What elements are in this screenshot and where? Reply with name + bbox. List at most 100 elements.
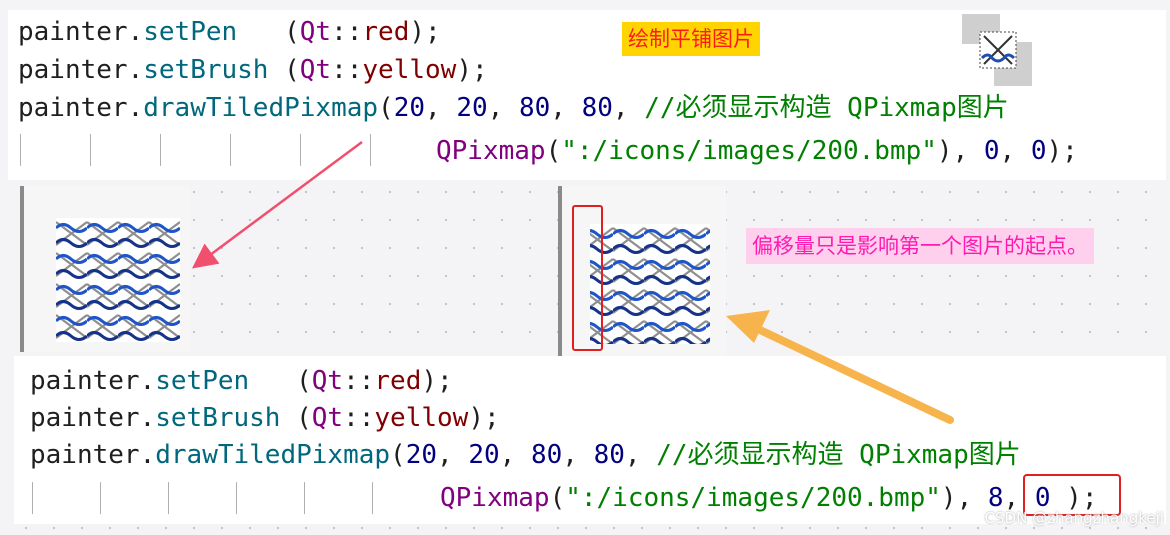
code-token-string: ":/icons/images/200.bmp" (565, 483, 941, 513)
code-token-scope: :: (343, 366, 375, 396)
code-token-comma: , (952, 136, 984, 166)
code-line-drawtiledpixmap: painter.drawTiledPixmap(20, 20, 80, 80, … (18, 91, 1009, 125)
code-token-comma: , (624, 440, 657, 470)
code-line-setpen: painter.setPen (Qt::red); (18, 15, 441, 49)
code-token-number: 20 (468, 440, 500, 470)
code-token-class: QPixmap (436, 136, 546, 166)
code-token-paren: ) (940, 483, 957, 513)
orange-arrow (726, 310, 954, 424)
title-label: 绘制平铺图片 (622, 22, 760, 56)
offset-x-value: 0 (983, 136, 1000, 166)
tiled-pixmap-image (56, 218, 180, 342)
code-token-dot: . (139, 366, 156, 396)
code-line-setbrush: painter.setBrush (Qt::yellow); (18, 53, 488, 87)
code-token-paren: ( (378, 93, 394, 123)
code-token-paren: ( (549, 483, 566, 513)
code-token-namespace: Qt (299, 17, 332, 47)
code-line-qpixmap-args: QPixmap(":/icons/images/200.bmp"), 0, 0)… (436, 134, 1078, 168)
code-token-enum: red (374, 366, 422, 396)
code-token-method: drawTiledPixmap (155, 440, 391, 470)
code-token-number: 80 (593, 440, 625, 470)
code-token-object: painter (18, 17, 128, 47)
offset-note-label: 偏移量只是影响第一个图片的起点。 (746, 228, 1094, 264)
code-token-number: 20 (393, 93, 426, 123)
code-comment: //必须显示构造 QPixmap图片 (656, 440, 1021, 470)
code-token-comma: , (612, 93, 645, 123)
code-token-method: setBrush (155, 403, 281, 433)
render-preview-offset-eight (558, 186, 726, 356)
offset-y-value: 0 (1034, 483, 1051, 513)
code-token-close: ); (456, 55, 488, 85)
code-token-scope: :: (331, 55, 363, 85)
code-token-scope: :: (343, 403, 375, 433)
code-token-comma: , (487, 93, 519, 123)
code-token-paren: ( (545, 136, 562, 166)
code-token-string: ":/icons/images/200.bmp" (561, 136, 937, 166)
code-snippet-bottom: painter.setPen (Qt::red); painter.setBru… (14, 356, 1166, 524)
code-token-paren: ) (936, 136, 953, 166)
code-token-number: 80 (530, 440, 563, 470)
code-token-object: painter (18, 93, 128, 123)
red-arrow (191, 140, 363, 269)
code-token-dot: . (127, 55, 144, 85)
code-token-method: setBrush (143, 55, 269, 85)
code-token-number: 80 (581, 93, 613, 123)
code-token-dot: . (127, 17, 144, 47)
code-token-method: setPen (143, 17, 238, 47)
code-comment: //必须显示构造 QPixmap图片 (644, 93, 1009, 123)
code-token-object: painter (30, 403, 140, 433)
code-token-enum: yellow (374, 403, 469, 433)
code-token-comma: , (499, 440, 531, 470)
code-token-paren: ( (296, 403, 312, 433)
code-line-setpen: painter.setPen (Qt::red); (30, 364, 453, 398)
code-token-object: painter (30, 440, 140, 470)
code-token-comma: , (562, 440, 594, 470)
tiled-pixmap-image (590, 224, 710, 344)
code-line-qpixmap-args: QPixmap(":/icons/images/200.bmp"), 8, 0 … (440, 481, 1097, 515)
code-token-dot: . (127, 93, 144, 123)
code-token-paren: ( (284, 55, 300, 85)
code-token-comma: , (550, 93, 582, 123)
code-token-number: 80 (518, 93, 551, 123)
code-token-comma: , (999, 136, 1031, 166)
code-token-close: ); (409, 17, 441, 47)
code-token-close: ); (421, 366, 453, 396)
code-token-number: 20 (456, 93, 488, 123)
code-token-namespace: Qt (311, 366, 344, 396)
code-token-dot: . (139, 440, 156, 470)
code-token-comma: , (956, 483, 988, 513)
code-token-scope: :: (331, 17, 363, 47)
render-preview-offset-zero (20, 186, 190, 352)
code-token-close: ); (1050, 483, 1098, 513)
code-line-setbrush: painter.setBrush (Qt::yellow); (30, 401, 500, 435)
code-line-drawtiledpixmap: painter.drawTiledPixmap(20, 20, 80, 80, … (30, 438, 1021, 472)
offset-args-highlight-box (1023, 474, 1121, 516)
code-token-comma: , (425, 93, 457, 123)
code-token-namespace: Qt (299, 55, 332, 85)
broken-image-icon (962, 14, 1032, 90)
code-token-enum: red (362, 17, 410, 47)
code-token-comma: , (437, 440, 469, 470)
code-token-enum: yellow (362, 55, 457, 85)
indent-guides (32, 480, 452, 514)
offset-y-value: 0 (1030, 136, 1047, 166)
code-token-method: drawTiledPixmap (143, 93, 379, 123)
code-token-paren: ( (390, 440, 406, 470)
code-token-close: ); (468, 403, 500, 433)
watermark: CSDN @zhangzhangkeji (984, 509, 1164, 527)
code-token-paren: ( (296, 366, 312, 396)
code-token-object: painter (18, 55, 128, 85)
offset-x-value: 8 (987, 483, 1004, 513)
code-token-paren: ( (284, 17, 300, 47)
code-token-method: setPen (155, 366, 250, 396)
code-token-class: QPixmap (440, 483, 550, 513)
code-token-comma: , (1003, 483, 1035, 513)
indent-guides (20, 132, 440, 166)
code-token-number: 20 (405, 440, 438, 470)
code-token-namespace: Qt (311, 403, 344, 433)
code-token-close: ); (1046, 136, 1078, 166)
code-token-object: painter (30, 366, 140, 396)
first-tile-highlight-box (572, 205, 603, 351)
code-token-dot: . (139, 403, 156, 433)
